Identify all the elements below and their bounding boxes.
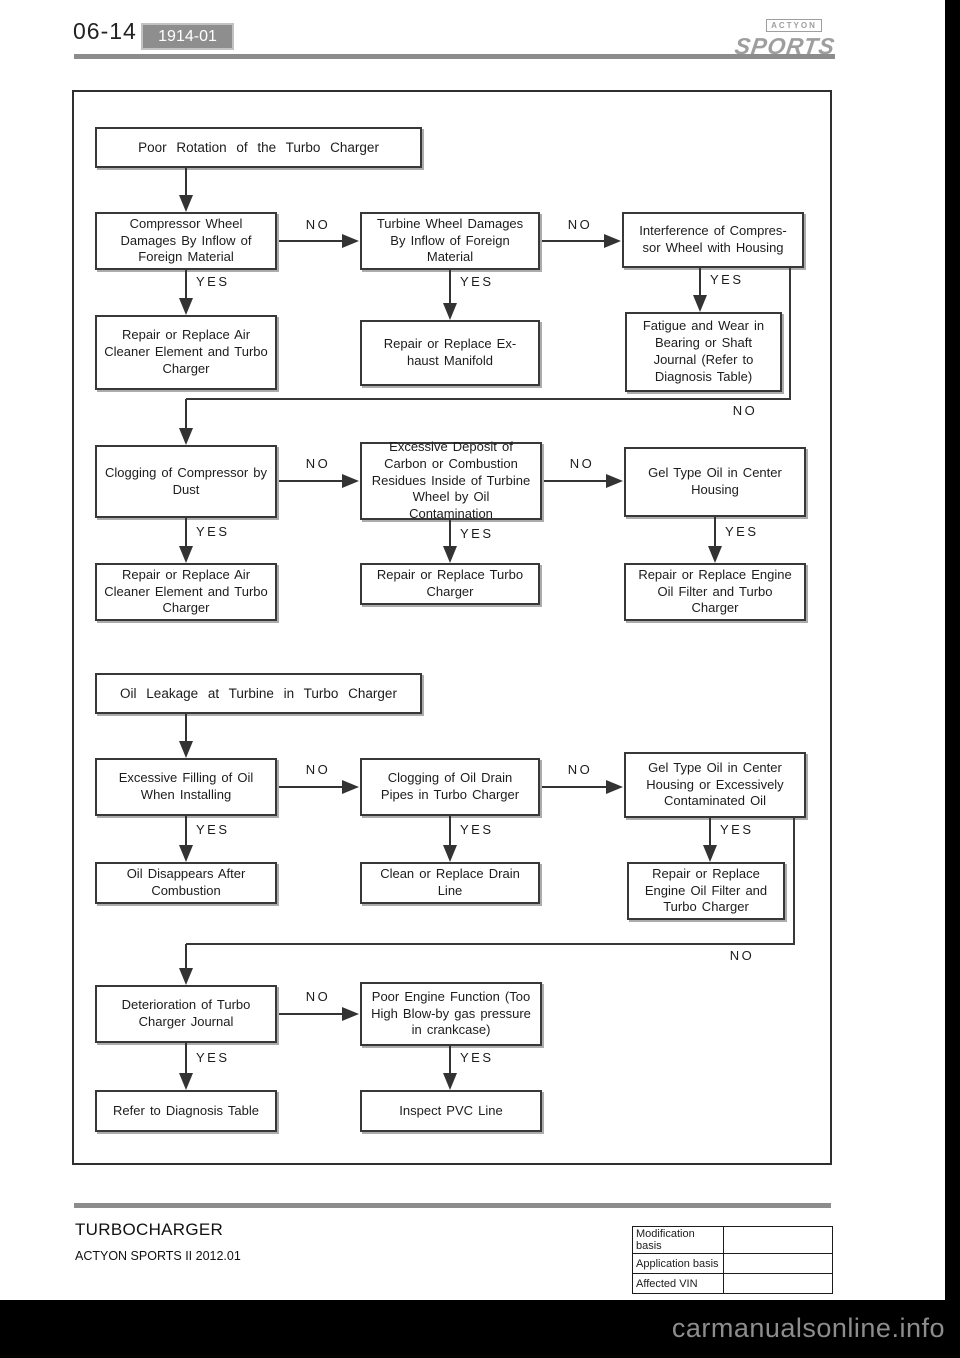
arrow-down: [443, 520, 457, 563]
arrow-down: [179, 518, 193, 563]
arrow-down: [693, 268, 707, 312]
yes-label: YES: [720, 822, 754, 837]
affected-vin-value: [723, 1273, 833, 1294]
table-row: Application basis: [632, 1253, 833, 1274]
no-label: NO: [732, 403, 758, 418]
arrow-right: [542, 780, 623, 794]
flow-node-repair-air-cleaner-1: Repair or Replace Air Cleaner Element an…: [95, 315, 277, 390]
affected-vin-label: Affected VIN: [632, 1273, 724, 1294]
flow-start-oil-leakage: Oil Leakage at Turbine in Turbo Charger: [95, 673, 422, 714]
application-basis-value: [723, 1253, 833, 1274]
flow-node-compressor-wheel-damage: Compressor Wheel Damages By Inflow of Fo…: [95, 212, 277, 270]
arrow-right: [279, 234, 359, 248]
arrow-down: [179, 270, 193, 315]
connector-line: [793, 818, 795, 945]
no-label: NO: [305, 217, 331, 232]
flow-node-oil-disappears-combustion: Oil Disappears After Combustion: [95, 862, 277, 904]
arrow-down: [179, 168, 193, 212]
flow-node-interference-compressor-wheel: Interference of Compres-sor Wheel with H…: [622, 212, 804, 268]
flow-node-repair-engine-oil-filter-2: Repair or Replace Engine Oil Filter and …: [627, 862, 785, 920]
table-row: Modification basis: [632, 1226, 833, 1254]
revision-table: Modification basis Application basis Aff…: [632, 1226, 833, 1294]
flow-node-repair-engine-oil-filter-1: Repair or Replace Engine Oil Filter and …: [624, 563, 806, 621]
arrow-down: [179, 944, 193, 985]
flow-node-gel-oil-contaminated: Gel Type Oil in Center Housing or Excess…: [624, 752, 806, 818]
yes-label: YES: [460, 274, 494, 289]
connector-line: [789, 268, 791, 400]
footer-section-title: TURBOCHARGER: [75, 1220, 224, 1239]
arrow-right: [279, 474, 359, 488]
no-label: NO: [305, 456, 331, 471]
no-label: NO: [305, 762, 331, 777]
flow-node-clogging-compressor-dust: Clogging of Compressor by Dust: [95, 445, 277, 518]
application-basis-label: Application basis: [632, 1253, 724, 1274]
flow-node-refer-diagnosis-table: Refer to Diagnosis Table: [95, 1090, 277, 1132]
flow-node-turbine-wheel-damage: Turbine Wheel Damages By Inflow of Forei…: [360, 212, 540, 270]
yes-label: YES: [196, 1050, 230, 1065]
no-label: NO: [305, 989, 331, 1004]
arrow-down: [443, 816, 457, 862]
yes-label: YES: [460, 1050, 494, 1065]
watermark-text: carmanualsonline.info: [671, 1313, 945, 1343]
arrow-down: [179, 816, 193, 862]
flow-start-poor-rotation: Poor Rotation of the Turbo Charger: [95, 127, 422, 168]
arrow-down: [179, 1043, 193, 1090]
arrow-down: [708, 517, 722, 563]
arrow-down: [179, 399, 193, 445]
flow-node-inspect-pvc-line: Inspect PVC Line: [360, 1090, 542, 1132]
flow-node-excessive-carbon-deposit: Excessive Deposit of Carbon or Combustio…: [360, 439, 542, 521]
arrow-right: [279, 780, 359, 794]
no-label: NO: [569, 456, 595, 471]
flow-node-deterioration-journal: Deterioration of Turbo Charger Journal: [95, 985, 277, 1043]
footer-model-label: ACTYON SPORTS II 2012.01: [75, 1249, 241, 1263]
flow-node-repair-turbo-charger: Repair or Replace Turbo Charger: [360, 563, 540, 605]
modification-basis-label: Modification basis: [632, 1226, 724, 1254]
flow-node-gel-oil-center-housing: Gel Type Oil in Center Housing: [624, 447, 806, 517]
yes-label: YES: [196, 822, 230, 837]
flow-node-fatigue-wear-bearing: Fatigue and Wear in Bearing or Shaft Jou…: [625, 312, 782, 392]
arrow-down: [443, 270, 457, 320]
connector-line: [186, 943, 795, 945]
flow-node-clogging-oil-drain-pipes: Clogging of Oil Drain Pipes in Turbo Cha…: [360, 758, 540, 816]
yes-label: YES: [196, 524, 230, 539]
modification-basis-value: [723, 1226, 833, 1254]
table-row: Affected VIN: [632, 1273, 833, 1294]
scan-black-bar-right: [945, 0, 960, 1358]
arrow-right: [544, 474, 623, 488]
scan-black-bar-bottom: [0, 1300, 960, 1358]
yes-label: YES: [196, 274, 230, 289]
connector-line: [186, 398, 791, 400]
yes-label: YES: [710, 272, 744, 287]
logo-actyon-text: ACTYON: [766, 19, 822, 32]
flow-node-repair-air-cleaner-2: Repair or Replace Air Cleaner Element an…: [95, 563, 277, 621]
no-label: NO: [729, 948, 755, 963]
flow-node-repair-exhaust-manifold: Repair or Replace Ex-haust Manifold: [360, 320, 540, 386]
yes-label: YES: [460, 526, 494, 541]
arrow-down: [703, 818, 717, 862]
no-label: NO: [567, 217, 593, 232]
actyon-sports-logo: ACTYON SPORTS: [733, 15, 837, 60]
arrow-down: [179, 714, 193, 758]
flow-node-poor-engine-function: Poor Engine Function (Too High Blow-by g…: [360, 982, 542, 1046]
flow-node-clean-drain-line: Clean or Replace Drain Line: [360, 862, 540, 904]
arrow-right: [542, 234, 621, 248]
arrow-right: [279, 1007, 359, 1021]
page-number: 06-14: [73, 18, 137, 44]
yes-label: YES: [725, 524, 759, 539]
flow-node-excessive-oil-filling: Excessive Filling of Oil When Installing: [95, 758, 277, 816]
header-divider: [74, 54, 835, 59]
no-label: NO: [567, 762, 593, 777]
section-code-badge: 1914-01: [141, 23, 234, 50]
footer-divider: [74, 1203, 831, 1208]
arrow-down: [443, 1046, 457, 1090]
yes-label: YES: [460, 822, 494, 837]
